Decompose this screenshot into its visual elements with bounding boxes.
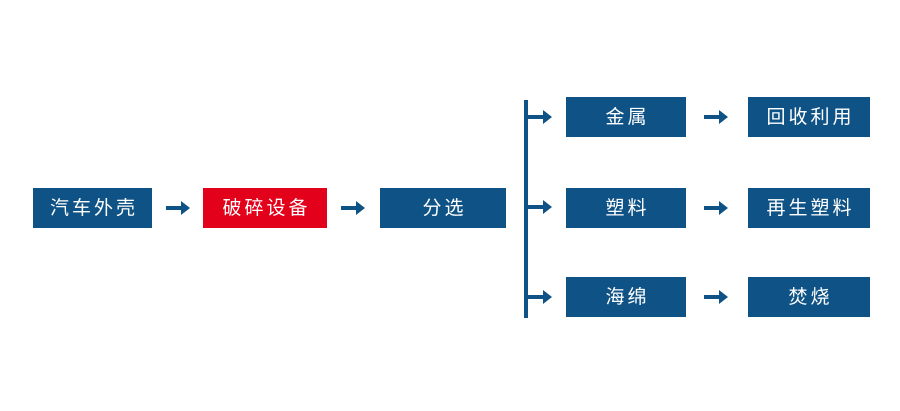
node-incineration: 焚烧	[748, 277, 870, 317]
branch-arrow-plastic-icon	[528, 197, 552, 217]
arrow-right-icon	[166, 198, 190, 218]
node-plastic: 塑料	[566, 188, 686, 228]
arrow-right-icon	[704, 107, 728, 127]
branch-trunk-line	[524, 100, 528, 318]
node-car-shell: 汽车外壳	[33, 188, 152, 228]
node-metal-recycling: 回收利用	[748, 97, 870, 137]
node-sponge: 海绵	[566, 277, 686, 317]
node-sorting: 分选	[380, 188, 506, 228]
node-metal: 金属	[566, 97, 686, 137]
arrow-right-icon	[704, 287, 728, 307]
node-recycled-plastic: 再生塑料	[748, 188, 870, 228]
branch-arrow-sponge-icon	[528, 287, 552, 307]
branch-arrow-metal-icon	[528, 107, 552, 127]
node-shredder-equipment: 破碎设备	[203, 188, 327, 228]
arrow-right-icon	[704, 198, 728, 218]
arrow-right-icon	[341, 198, 365, 218]
